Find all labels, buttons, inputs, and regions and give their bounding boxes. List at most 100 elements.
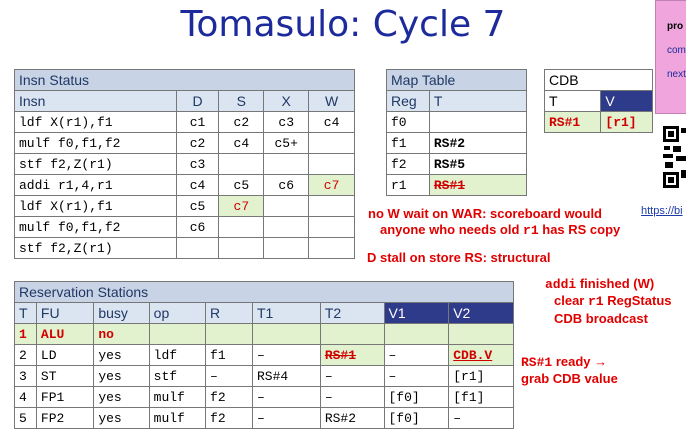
s-cell: c5 <box>218 174 265 196</box>
insn-cell: ldf X(r1),f1 <box>14 111 177 133</box>
map-table: Map Table Reg T f0 f1 RS#2 f2 RS#5 r1 RS… <box>386 69 528 196</box>
side-panel: pro com next <box>655 0 686 114</box>
w-cell <box>308 132 355 154</box>
rs-busy-cell: yes <box>93 365 150 387</box>
rs-fu-cell: ALU <box>35 323 95 345</box>
rs-t-cell: 5 <box>14 407 37 429</box>
insn-cell: addi r1,4,r1 <box>14 174 177 196</box>
w-cell-highlight: c7 <box>308 174 355 196</box>
cdb-broadcast-note: CDB broadcast <box>554 311 648 326</box>
rs-v2-cell: [f1] <box>448 386 514 408</box>
rs-v1-cell: – <box>383 365 450 387</box>
qr-code-icon <box>661 124 686 194</box>
rs-fu-cell: ST <box>35 365 95 387</box>
rs-t2-cell: – <box>319 386 385 408</box>
w-cell <box>308 195 355 217</box>
rs-t-cell: 4 <box>14 386 37 408</box>
insn-status-caption: Insn Status <box>14 69 355 91</box>
s-cell <box>218 237 265 259</box>
rs-t1-cell: – <box>251 386 321 408</box>
x-cell <box>263 237 310 259</box>
rs-busy-cell: no <box>93 323 150 345</box>
war-note-line1: no W wait on WAR: scoreboard would <box>368 206 602 221</box>
rs-t2-cell-cleared: RS#1 <box>319 344 385 366</box>
rs-op-cell: ldf <box>148 344 207 366</box>
s-cell <box>218 216 265 238</box>
rs-r-cell: – <box>205 365 253 387</box>
reg-header: Reg <box>386 90 430 112</box>
stall-note: D stall on store RS: structural <box>367 250 551 265</box>
rs-v1-cell <box>383 323 450 345</box>
table-row: 4 FP1 yes mulf f2 – – [f0] [f1] <box>14 386 514 408</box>
tag-header: T <box>428 90 528 112</box>
insn-cell: mulf f0,f1,f2 <box>14 216 177 238</box>
table-row: 2 LD yes ldf f1 – RS#1 – CDB.V <box>14 344 514 366</box>
war-note-pre: anyone who needs old <box>380 222 524 237</box>
d-cell: c3 <box>175 153 220 175</box>
table-row: RS#1 [r1] <box>543 111 653 133</box>
rs-op-cell: mulf <box>148 407 207 429</box>
rs-t-header: T <box>14 302 37 324</box>
table-row: f0 <box>386 111 528 133</box>
x-cell: c5+ <box>263 132 310 154</box>
clear-note-code: r1 <box>587 294 604 309</box>
rs-t2-header: T2 <box>319 302 385 324</box>
table-row: mulf f0,f1,f2 c2 c4 c5+ <box>14 132 355 154</box>
d-cell: c5 <box>175 195 220 217</box>
cdb-value-cell: [r1] <box>600 111 653 133</box>
rs-v2-cell <box>448 323 514 345</box>
reg-cell: f2 <box>386 153 430 175</box>
x-cell <box>263 216 310 238</box>
s-cell-highlight: c7 <box>218 195 265 217</box>
w-cell <box>308 216 355 238</box>
rs-v2-cell: [r1] <box>448 365 514 387</box>
d-cell: c4 <box>175 174 220 196</box>
clear-note-pre: clear <box>554 293 588 308</box>
table-row: mulf f0,f1,f2 c6 <box>14 216 355 238</box>
w-cell <box>308 237 355 259</box>
rs-r-cell <box>205 323 253 345</box>
table-row: f1 RS#2 <box>386 132 528 154</box>
reg-cell: f1 <box>386 132 430 154</box>
addi-note-text: finished (W) <box>576 276 655 291</box>
x-cell: c3 <box>263 111 310 133</box>
rs1-ready-text: ready → <box>552 354 608 369</box>
table-row: f2 RS#5 <box>386 153 528 175</box>
table-row: 5 FP2 yes mulf f2 – RS#2 [f0] – <box>14 407 514 429</box>
reference-link[interactable]: https://bi <box>641 205 683 217</box>
w-cell: c4 <box>308 111 355 133</box>
cdb-caption: CDB <box>544 69 653 91</box>
tag-cell <box>428 111 528 133</box>
rs-v1-cell: [f0] <box>383 386 450 408</box>
x-cell <box>263 153 310 175</box>
rs-busy-cell: yes <box>93 344 150 366</box>
rs-t1-cell: – <box>251 407 321 429</box>
clear-note-post: RegStatus <box>603 293 672 308</box>
table-row: r1 RS#1 <box>386 174 528 196</box>
insn-header: Insn <box>14 90 177 112</box>
table-row: addi r1,4,r1 c4 c5 c6 c7 <box>14 174 355 196</box>
rs-busy-cell: yes <box>93 407 150 429</box>
rs1-ready-note: RS#1 ready → <box>521 354 607 370</box>
reg-cell: r1 <box>386 174 430 196</box>
rs-t-cell: 3 <box>14 365 37 387</box>
rs-op-cell: stf <box>148 365 207 387</box>
war-note-code: r1 <box>523 223 539 238</box>
rs-fu-header: FU <box>35 302 95 324</box>
cdb-tag-cell: RS#1 <box>543 111 602 133</box>
x-cell <box>263 195 310 217</box>
rs-t1-cell <box>251 323 321 345</box>
s-cell: c4 <box>218 132 265 154</box>
rs-r-cell: f2 <box>205 386 253 408</box>
x-cell: c6 <box>263 174 310 196</box>
rs-op-cell: mulf <box>148 386 207 408</box>
side-panel-line2: com <box>667 45 686 56</box>
d-cell: c2 <box>175 132 220 154</box>
addi-note: addi finished (W) <box>545 276 654 292</box>
rs-t2-cell: – <box>319 365 385 387</box>
rs-fu-cell: FP2 <box>35 407 95 429</box>
rs-r-cell: f2 <box>205 407 253 429</box>
insn-cell: stf f2,Z(r1) <box>14 237 177 259</box>
rs1-ready-code: RS#1 <box>521 355 553 370</box>
d-cell <box>175 237 220 259</box>
